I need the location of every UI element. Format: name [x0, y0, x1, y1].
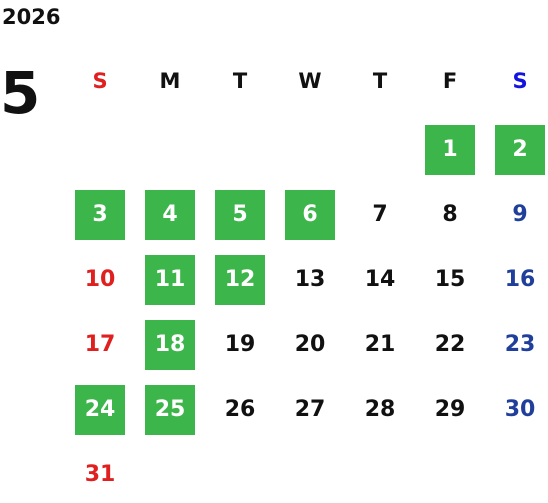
day-cell-16[interactable]: 16	[504, 267, 536, 292]
day-cell-10[interactable]: 10	[84, 267, 116, 292]
day-cell-31[interactable]: 31	[84, 462, 116, 487]
day-cell-12[interactable]: 12	[215, 255, 265, 305]
day-cell-22[interactable]: 22	[434, 332, 466, 357]
day-cell-18[interactable]: 18	[145, 320, 195, 370]
weekday-header-fri: F	[442, 69, 458, 93]
day-cell-26[interactable]: 26	[224, 397, 256, 422]
day-cell-24[interactable]: 24	[75, 385, 125, 435]
weekday-header-sat: S	[512, 69, 528, 93]
day-cell-27[interactable]: 27	[294, 397, 326, 422]
day-cell-13[interactable]: 13	[294, 267, 326, 292]
day-cell-5[interactable]: 5	[215, 190, 265, 240]
day-cell-3[interactable]: 3	[75, 190, 125, 240]
day-cell-21[interactable]: 21	[364, 332, 396, 357]
day-cell-4[interactable]: 4	[145, 190, 195, 240]
day-cell-9[interactable]: 9	[512, 202, 528, 227]
day-cell-28[interactable]: 28	[364, 397, 396, 422]
day-cell-25[interactable]: 25	[145, 385, 195, 435]
day-cell-6[interactable]: 6	[285, 190, 335, 240]
year-label: 2026	[2, 5, 61, 29]
month-label: 5	[0, 59, 41, 127]
day-cell-8[interactable]: 8	[442, 202, 458, 227]
day-cell-2[interactable]: 2	[495, 125, 545, 175]
weekday-header-thu: T	[372, 69, 388, 93]
weekday-header-wed: W	[298, 69, 322, 93]
weekday-header-sun: S	[92, 69, 108, 93]
weekday-header-mon: M	[159, 69, 181, 93]
weekday-header-tue: T	[232, 69, 248, 93]
day-cell-20[interactable]: 20	[294, 332, 326, 357]
day-cell-11[interactable]: 11	[145, 255, 195, 305]
day-cell-30[interactable]: 30	[504, 397, 536, 422]
day-cell-29[interactable]: 29	[434, 397, 466, 422]
day-cell-14[interactable]: 14	[364, 267, 396, 292]
day-cell-23[interactable]: 23	[504, 332, 536, 357]
day-cell-15[interactable]: 15	[434, 267, 466, 292]
day-cell-7[interactable]: 7	[372, 202, 388, 227]
day-cell-1[interactable]: 1	[425, 125, 475, 175]
day-cell-17[interactable]: 17	[84, 332, 116, 357]
day-cell-19[interactable]: 19	[224, 332, 256, 357]
